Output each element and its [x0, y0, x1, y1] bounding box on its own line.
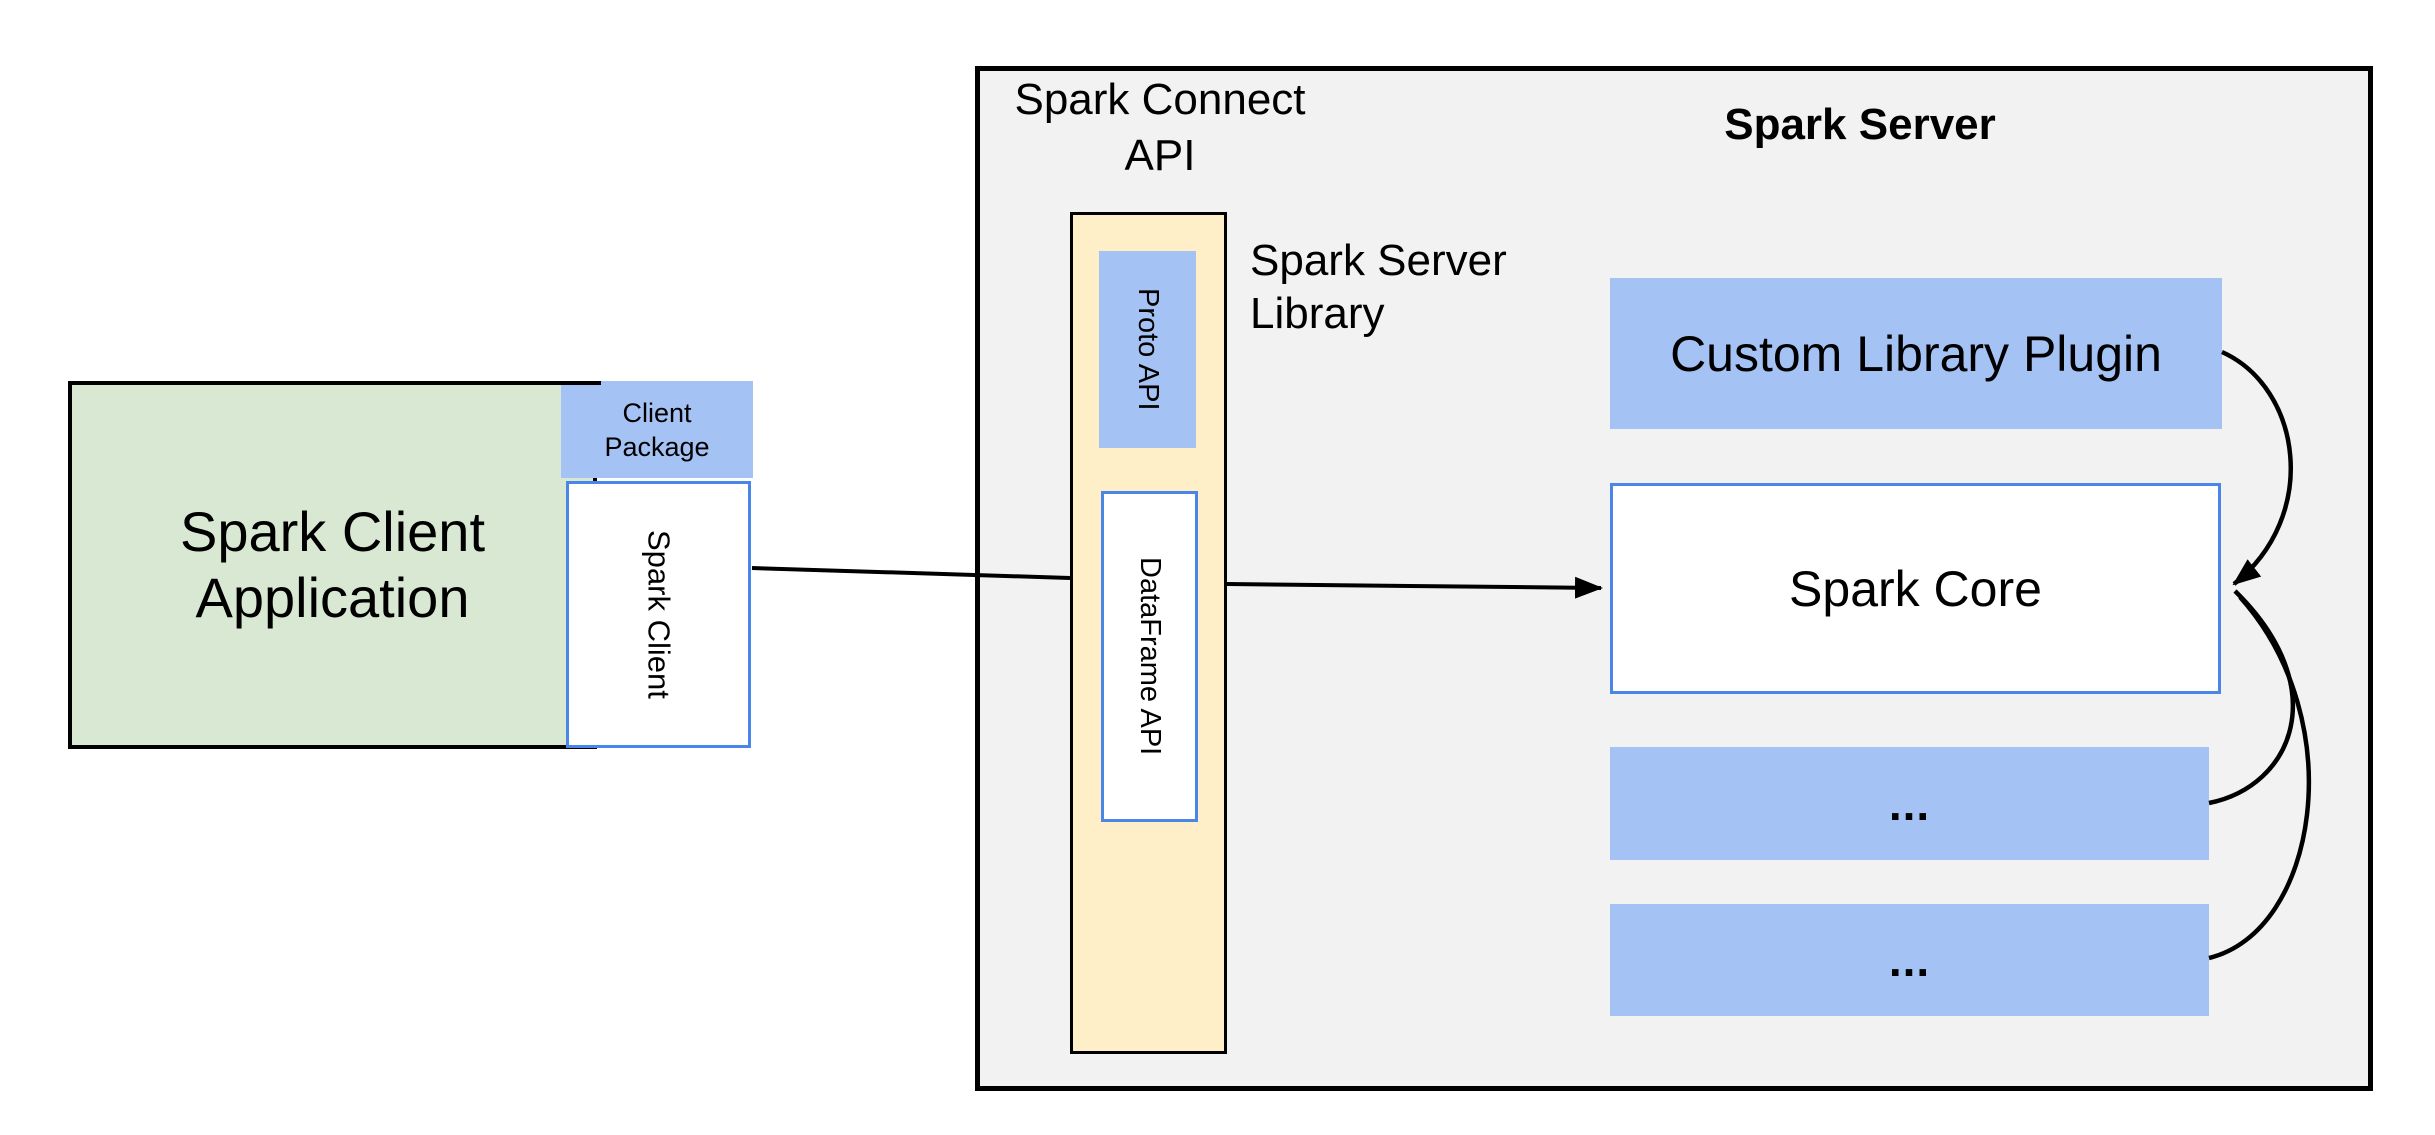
custom-library-plugin-label: Custom Library Plugin — [1670, 325, 2162, 382]
spark-client-application-box: Spark Client Application — [68, 381, 597, 749]
client-package-box: Client Package — [561, 381, 753, 478]
dataframe-api-box: DataFrame API — [1101, 491, 1198, 822]
custom-library-plugin-box: Custom Library Plugin — [1610, 278, 2222, 429]
plugin-slot-1-ellipsis: ... — [1888, 777, 1931, 830]
plugin-slot-box-2: ... — [1610, 904, 2209, 1016]
client-package-label: Client Package — [604, 397, 710, 462]
spark-client-box: Spark Client — [566, 481, 751, 748]
spark-core-label: Spark Core — [1789, 560, 2042, 617]
spark-connect-api-title: Spark Connect API — [1014, 75, 1306, 180]
dataframe-api-label: DataFrame API — [1134, 557, 1166, 756]
spark-server-library-label: Spark Server Library — [1250, 236, 1507, 338]
proto-api-label: Proto API — [1132, 288, 1164, 411]
spark-client-label: Spark Client — [641, 530, 677, 699]
plugin-slot-box-1: ... — [1610, 747, 2209, 860]
spark-server-title: Spark Server — [1724, 100, 1996, 149]
spark-client-application-label: Spark Client Application — [179, 500, 486, 629]
plugin-slot-2-ellipsis: ... — [1888, 934, 1931, 986]
green-box-border-overlap — [561, 381, 601, 385]
proto-api-box: Proto API — [1099, 251, 1196, 448]
spark-core-box: Spark Core — [1610, 483, 2221, 694]
